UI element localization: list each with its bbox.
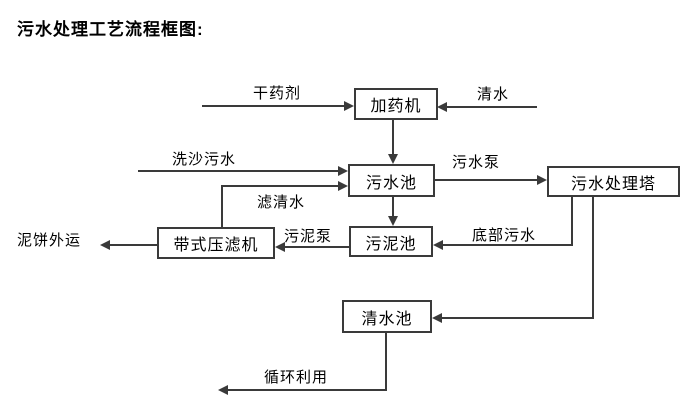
arrowhead-sewage-to-sludge-icon — [388, 216, 398, 226]
node-dosing-machine: 加药机 — [354, 88, 438, 120]
node-belt-filter-press-label: 带式压滤机 — [173, 237, 259, 254]
node-dosing-machine-label: 加药机 — [370, 98, 422, 115]
edge-label-mud-cake-transport: 泥饼外运 — [17, 232, 82, 249]
edge-recycling-hline — [226, 389, 387, 391]
edge-mud-cake-line — [108, 244, 157, 246]
edge-filtered-water-vline — [221, 185, 223, 227]
edge-label-clean-water: 清水 — [477, 86, 510, 103]
edge-label-bottom-sewage: 底部污水 — [472, 227, 537, 244]
edge-bottom-sewage-vline — [571, 197, 573, 246]
node-clean-water-pool-label: 清水池 — [361, 310, 413, 328]
arrowhead-bottom-sewage-icon — [433, 240, 443, 250]
node-sludge-pool-label: 污泥池 — [365, 235, 417, 253]
edge-label-recycling: 循环利用 — [264, 369, 329, 386]
edge-dry-chemical-line — [202, 105, 347, 107]
arrowhead-sewage-pump-icon — [537, 175, 547, 185]
arrowhead-filtered-water-icon — [338, 181, 348, 191]
edge-filtered-water-hline — [221, 185, 340, 187]
node-clean-water-pool: 清水池 — [342, 300, 432, 333]
arrowhead-recycling-icon — [218, 385, 228, 395]
arrowhead-tower-to-clean-pool-icon — [432, 313, 442, 323]
arrowhead-sludge-pump-icon — [275, 242, 285, 252]
edge-clean-water-line — [445, 106, 537, 108]
edge-label-filtered-water: 滤清水 — [257, 194, 306, 211]
edge-sludge-pump-line — [283, 246, 349, 248]
edge-recycling-vline — [385, 333, 387, 391]
node-sludge-pool: 污泥池 — [349, 226, 433, 257]
node-sewage-treatment-tower: 污水处理塔 — [547, 166, 680, 197]
edge-sewage-to-sludge-line — [392, 197, 394, 217]
node-sewage-pool: 污水池 — [348, 164, 435, 197]
edge-label-dry-chemical: 干药剂 — [253, 85, 302, 102]
edge-tower-to-clean-pool-hline — [441, 317, 594, 319]
edge-sewage-pump-line — [435, 179, 539, 181]
node-belt-filter-press: 带式压滤机 — [157, 227, 275, 259]
edge-tower-to-clean-pool-vline — [592, 197, 594, 319]
edge-label-sand-washing-sewage: 洗沙污水 — [172, 151, 237, 168]
edge-label-sludge-pump: 污泥泵 — [284, 228, 333, 245]
page-title: 污水处理工艺流程框图: — [17, 20, 204, 39]
arrowhead-clean-water-icon — [437, 102, 447, 112]
node-sewage-treatment-tower-label: 污水处理塔 — [570, 175, 656, 193]
node-sewage-pool-label: 污水池 — [365, 174, 417, 192]
arrowhead-dosing-to-sewage-icon — [388, 154, 398, 164]
arrowhead-sand-washing-sewage-icon — [338, 166, 348, 176]
arrowhead-dry-chemical-icon — [344, 101, 354, 111]
edge-label-sewage-pump: 污水泵 — [452, 154, 501, 171]
edge-dosing-to-sewage-line — [392, 120, 394, 156]
edge-sand-washing-sewage-line — [138, 170, 341, 172]
arrowhead-mud-cake-icon — [100, 240, 110, 250]
edge-bottom-sewage-hline — [442, 244, 573, 246]
